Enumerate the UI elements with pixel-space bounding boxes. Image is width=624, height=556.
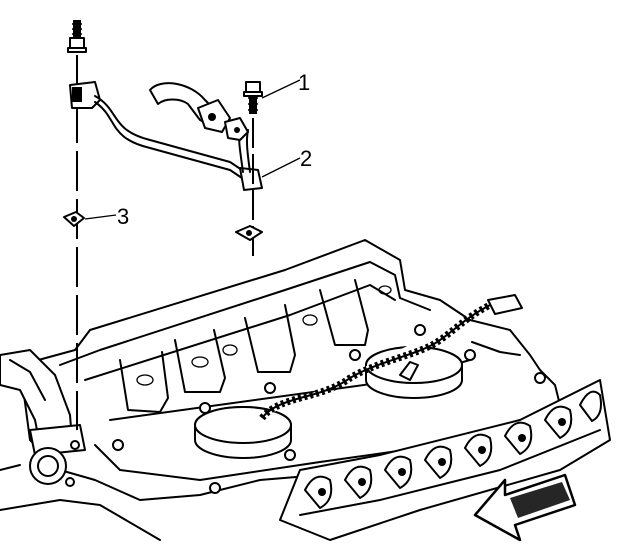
hose-connector [149, 82, 249, 141]
cylinder-head [279, 379, 611, 541]
callout-3-label: 3 [117, 204, 129, 229]
callout-2-label: 2 [300, 146, 312, 171]
retainer-clip-right [235, 225, 263, 241]
bracket-bolt [67, 20, 87, 53]
bolt [243, 81, 263, 114]
retainer-clip [63, 211, 85, 227]
water-outlet [0, 349, 161, 541]
callout-2: 2 [261, 146, 312, 178]
rocker-arms [304, 390, 602, 509]
callout-3: 3 [84, 204, 129, 229]
callout-1: 1 [261, 70, 310, 99]
callout-1-label: 1 [298, 70, 310, 95]
knock-sensor-covers [194, 346, 463, 459]
wiring-harness [259, 294, 523, 421]
front-direction-arrow-icon [473, 473, 577, 542]
tube-bracket-assembly [69, 81, 263, 191]
